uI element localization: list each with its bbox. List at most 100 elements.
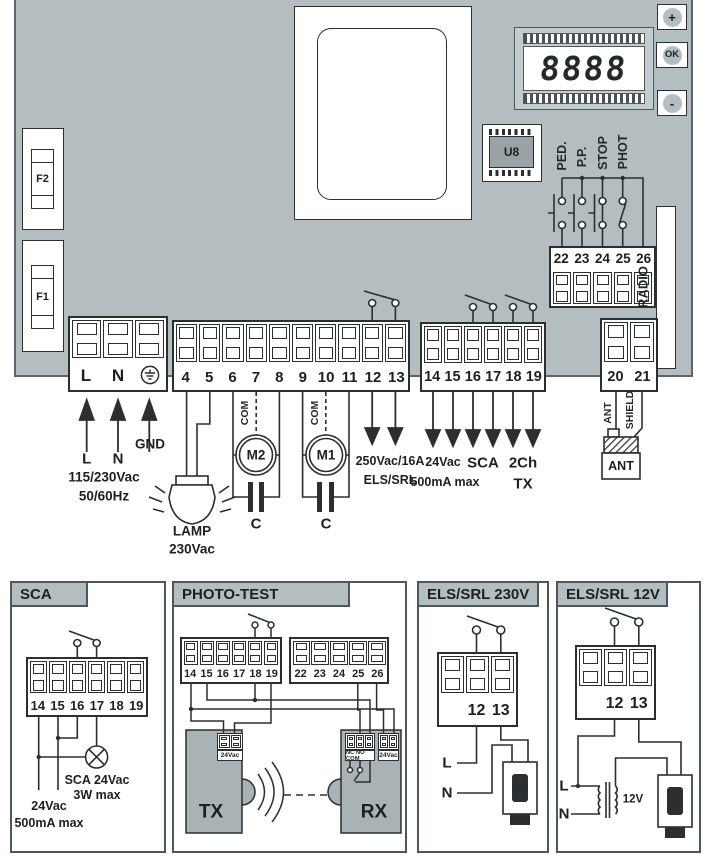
terminal-4: 4: [181, 368, 190, 386]
transformer-secondary-label: 12V: [622, 793, 644, 806]
terminal-cages: [602, 320, 656, 364]
mains-frequency-label: 50/60Hz: [78, 488, 130, 504]
plus-icon: +: [662, 7, 682, 27]
terminal-19: 19: [128, 697, 144, 713]
terminal-17: 17: [233, 667, 246, 680]
aux-voltage-label: 24Vac: [425, 454, 461, 469]
terminal-19: 19: [525, 369, 542, 386]
terminal-block-mains: L N: [68, 316, 168, 392]
els12-box-title: ELS/SRL 12V: [556, 581, 668, 607]
terminal-cages: [577, 647, 654, 688]
rx-label: RX: [360, 801, 388, 823]
lcd-zebra-strip-bottom: [523, 93, 645, 104]
terminal-22: 22: [294, 667, 307, 680]
terminal-12: 12: [467, 702, 486, 719]
tx-label: TX: [198, 801, 224, 823]
terminal-9: 9: [298, 368, 307, 386]
photo-test-title-text: PHOTO-TEST: [182, 585, 279, 603]
els12-title-text: ELS/SRL 12V: [566, 585, 660, 603]
terminal-25: 25: [615, 251, 631, 267]
rx-power-label: 24Vac: [378, 750, 399, 761]
chip-pins-bottom: [489, 170, 534, 176]
terminal-21: 21: [634, 368, 651, 385]
tx-connector: [217, 733, 243, 750]
transformer-core: [317, 28, 447, 200]
els-output-arrows: [363, 392, 404, 447]
els-label: ELS/SRL: [363, 472, 417, 487]
sca-title-text: SCA: [20, 585, 52, 603]
terminal-13: 13: [629, 695, 648, 712]
terminal-cages: [439, 654, 516, 695]
terminal-17: 17: [89, 697, 105, 713]
m2-com-label: COM: [238, 400, 251, 426]
sca-box-title: SCA: [10, 581, 88, 607]
terminal-6: 6: [228, 368, 237, 386]
terminal-block-22-26: 22 23 24 25 26: [549, 246, 656, 308]
terminal-7: 7: [251, 368, 261, 386]
chip-socket: U8: [482, 124, 542, 182]
terminal-25: 25: [352, 667, 365, 680]
photo-terminal-numbers-b: 22 23 24 25 26: [291, 666, 387, 682]
terminal-15: 15: [50, 697, 65, 713]
terminal-22: 22: [553, 251, 569, 267]
terminal-23: 23: [574, 251, 590, 267]
lcd-screen: 8888: [523, 46, 645, 91]
motor-m2-label: M2: [246, 447, 266, 463]
terminal-14: 14: [184, 667, 197, 680]
terminal-numbers-20-21: 20 21: [602, 364, 656, 390]
terminal-18: 18: [109, 697, 124, 713]
photo-test-box-title: PHOTO-TEST: [172, 581, 350, 607]
terminal-block-4-13: 4 5 6 7 8 9 10 11 12 13: [172, 320, 410, 392]
terminal-20: 20: [607, 368, 624, 385]
flashing-lamp: [148, 392, 236, 525]
fuse-holder-f2: F2: [22, 128, 64, 230]
lamp-label: LAMP: [172, 523, 212, 539]
sca-terminal-block: 14 15 16 17 18 19: [26, 657, 148, 717]
terminal-18: 18: [505, 369, 522, 386]
radio-label: RADIO: [635, 266, 651, 308]
els-rating-label: 250Vac/16A: [355, 453, 425, 468]
photo-terminal-block-22-26: 22 23 24 25 26: [289, 637, 389, 684]
terminal-13: 13: [491, 702, 510, 719]
input-label-stop: STOP: [595, 136, 610, 170]
mains-n-label: N: [112, 450, 124, 468]
els230-terminal-block: [437, 652, 518, 727]
input-label-ped: PED.: [554, 141, 569, 171]
terminal-24: 24: [332, 667, 346, 680]
terminal-18: 18: [249, 667, 262, 680]
terminal-17: 17: [485, 369, 502, 386]
terminal-15: 15: [444, 369, 461, 386]
els230-box-title: ELS/SRL 230V: [417, 581, 539, 607]
terminal-cages: [551, 270, 654, 306]
terminal-12: 12: [605, 695, 624, 712]
terminal-14: 14: [30, 697, 46, 713]
els12-l-label: L: [559, 777, 569, 795]
tx-output-label: TX: [513, 475, 533, 493]
sca-supply-current: 500mA max: [14, 815, 84, 830]
terminal-12: 12: [364, 368, 382, 386]
mains-l-label: L: [82, 450, 92, 468]
terminal-cages: [70, 318, 166, 360]
terminal-cages: [28, 659, 146, 695]
aux-output-arrows: [424, 392, 542, 449]
input-label-pp: P.P.: [574, 146, 589, 168]
sca-lamp-label-2: 3W max: [73, 787, 121, 802]
rx-relay-connector: [345, 733, 375, 750]
plus-button: +: [657, 4, 687, 30]
ant-wire-label: ANT: [601, 402, 614, 424]
els230-l-label: L: [442, 754, 452, 772]
m1-com-label: COM: [308, 400, 321, 426]
terminal-cages: [422, 324, 544, 365]
terminal-15: 15: [200, 667, 213, 680]
ok-label: OK: [662, 45, 682, 65]
lcd-zebra-strip-top: [523, 33, 645, 44]
fuse-f1: F1: [31, 265, 54, 329]
terminal-10: 10: [317, 368, 335, 386]
lcd-display-module: 8888: [514, 27, 654, 110]
terminal-8: 8: [275, 368, 284, 386]
sca-supply-voltage: 24Vac: [31, 798, 67, 813]
ch2-label: 2Ch: [508, 454, 538, 472]
terminal-5: 5: [204, 368, 214, 386]
lamp-voltage-label: 230Vac: [169, 541, 215, 557]
